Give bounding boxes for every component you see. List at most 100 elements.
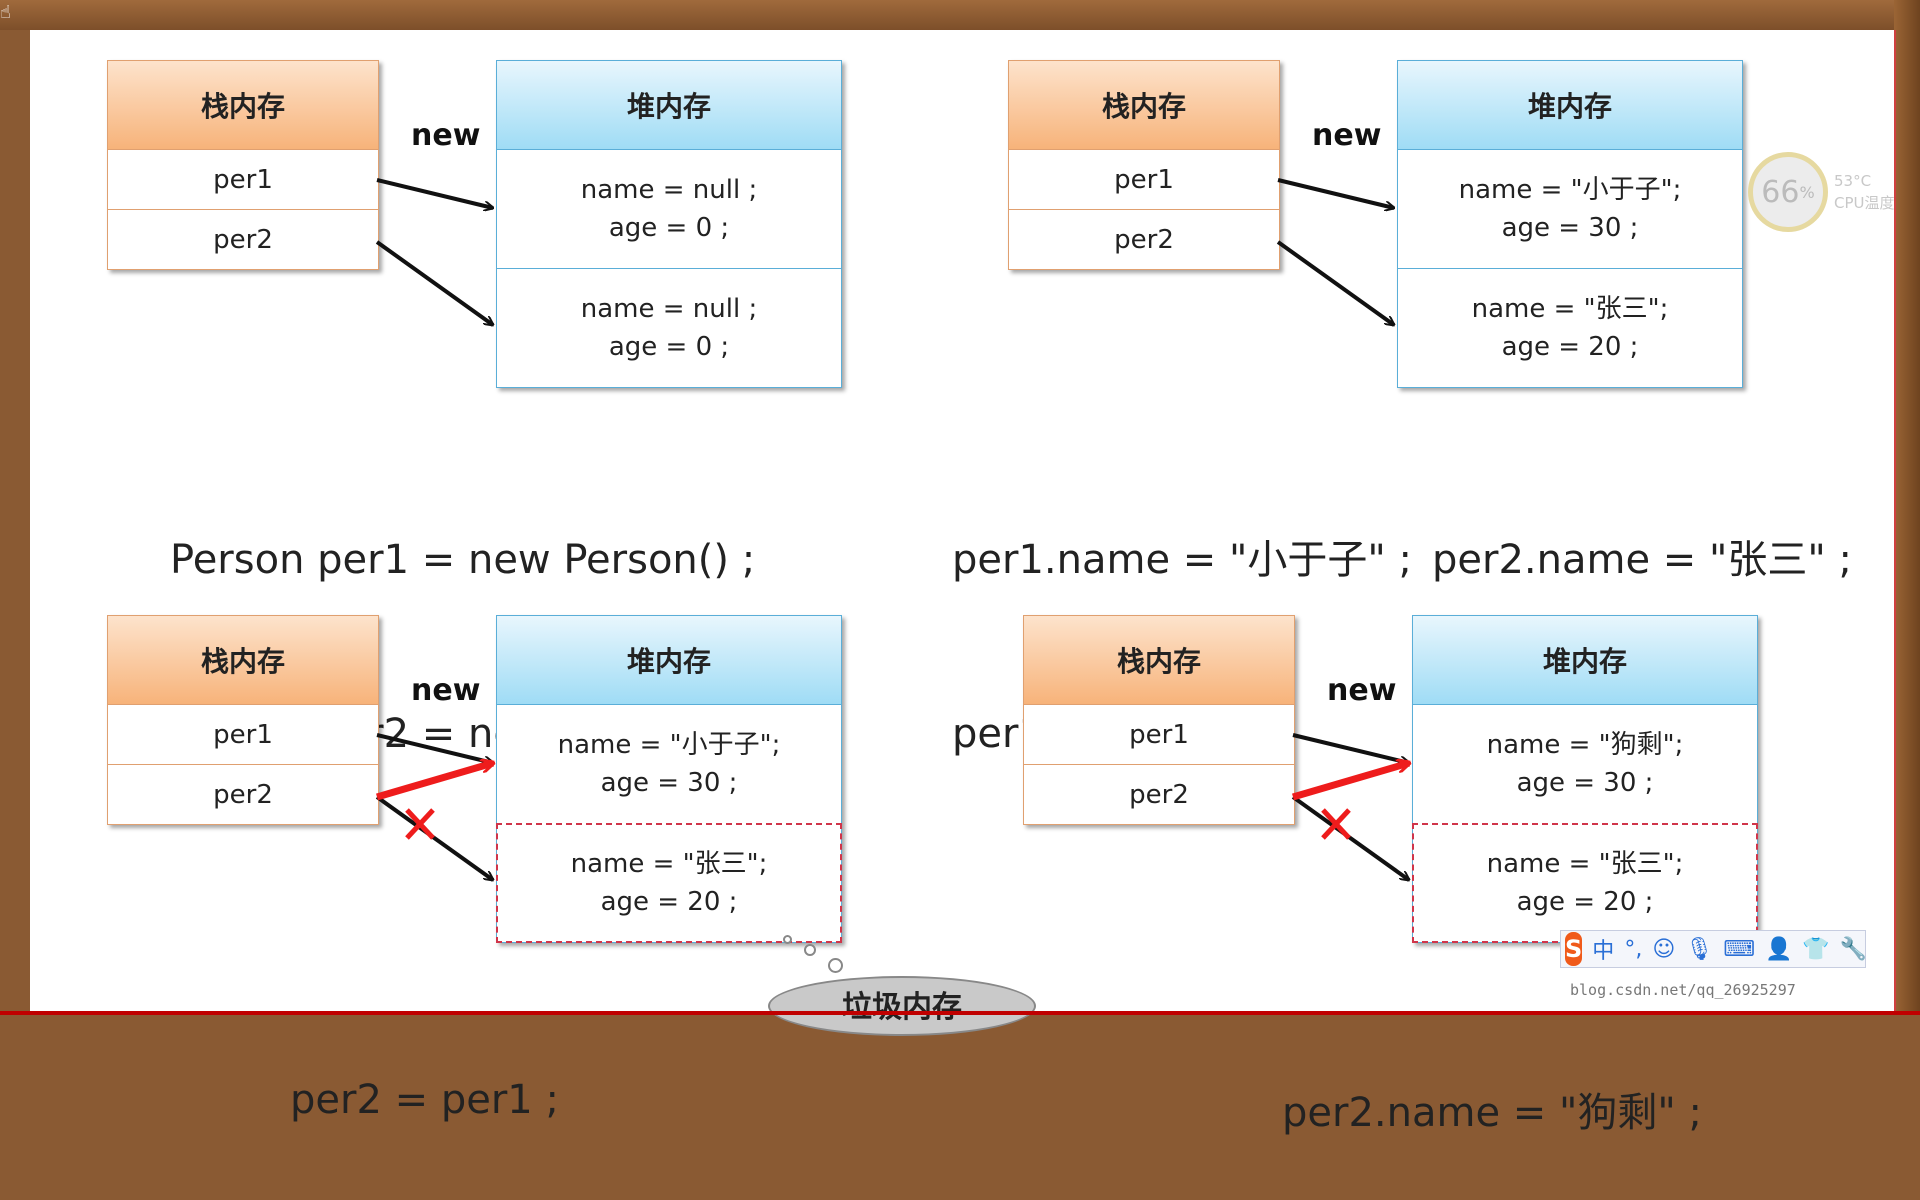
- ime-punct-toggle[interactable]: °,: [1624, 936, 1643, 962]
- heap-object-2-garbage: name = "张三"; age = 20 ;: [1412, 823, 1758, 943]
- heap-object-2-garbage: name = "张三"; age = 20 ;: [496, 823, 842, 943]
- heap-object-2-name: name = null ;: [580, 294, 758, 324]
- arrow-per1-to-object-1: [376, 733, 493, 763]
- stack-row-per2: per2: [108, 764, 378, 824]
- cpu-info: 53°C CPU温度: [1834, 170, 1895, 214]
- garbage-memory-cloud: 垃圾内存: [768, 976, 1036, 1036]
- heap-object-1-name: name = "小于子";: [1458, 175, 1682, 205]
- cross-mark-icon: [405, 808, 435, 840]
- skin-shirt-icon[interactable]: 👕: [1802, 936, 1830, 962]
- heap-object-1-age: age = 30 ;: [600, 768, 738, 798]
- heap-object-2-age: age = 0 ;: [608, 332, 730, 362]
- heap-header: 堆内存: [1413, 616, 1757, 704]
- ime-lang-toggle[interactable]: 中: [1592, 939, 1615, 964]
- arrow-per1-to-object-1: [1277, 178, 1394, 208]
- reference-arrows: [375, 733, 507, 915]
- user-icon[interactable]: 👤: [1764, 936, 1793, 962]
- stack-row-per2: per2: [1009, 209, 1279, 269]
- emoji-icon[interactable]: ☺: [1652, 936, 1676, 962]
- ime-toolbar[interactable]: S 中 °, ☺ 🎙 ⌨ 👤 👕 🔧: [1560, 930, 1868, 968]
- slide-edge-line: [1894, 30, 1896, 1015]
- heap-header: 堆内存: [1398, 61, 1742, 149]
- stack-header: 栈内存: [108, 61, 378, 149]
- new-label: new: [1312, 118, 1382, 153]
- code-line: per2.name = "张三" ;: [1432, 537, 1852, 583]
- stack-row-per1: per1: [108, 149, 378, 209]
- code-line: per2.name = "狗剩" ;: [1282, 1090, 1702, 1136]
- heap-object-2: name = "张三"; age = 20 ;: [1398, 268, 1742, 387]
- heap-object-1-name: name = "狗剩";: [1486, 730, 1684, 760]
- heap-object-1-age: age = 30 ;: [1501, 213, 1639, 243]
- arrow-per2-to-object-1-red: [1292, 763, 1409, 801]
- stack-memory-box: 栈内存 per1 per2: [1008, 60, 1280, 270]
- heap-header: 堆内存: [497, 61, 841, 149]
- heap-object-1: name = "小于子"; age = 30 ;: [1398, 149, 1742, 268]
- cpu-usage-unit: %: [1799, 182, 1815, 202]
- garbage-memory-label: 垃圾内存: [842, 990, 962, 1025]
- heap-object-1-age: age = 0 ;: [608, 213, 730, 243]
- wood-frame-top: [0, 0, 1920, 30]
- reference-arrows: [375, 178, 507, 360]
- heap-object-2-age: age = 20 ;: [1516, 887, 1654, 917]
- heap-object-1-age: age = 30 ;: [1516, 768, 1654, 798]
- heap-object-1: name = "狗剩"; age = 30 ;: [1413, 704, 1757, 823]
- stack-memory-box: 栈内存 per1 per2: [107, 615, 379, 825]
- sogou-logo-icon[interactable]: S: [1565, 932, 1583, 966]
- arrow-per2-to-object-1-red: [376, 763, 493, 801]
- new-label: new: [411, 673, 481, 708]
- stack-header: 栈内存: [1009, 61, 1279, 149]
- wood-frame-right: [1894, 0, 1920, 1015]
- stack-memory-box: 栈内存 per1 per2: [107, 60, 379, 270]
- cpu-usage-gauge: 66%: [1748, 152, 1828, 232]
- reference-arrows: [1276, 178, 1408, 360]
- microphone-icon[interactable]: 🎙: [1685, 936, 1714, 962]
- stack-row-per1: per1: [108, 704, 378, 764]
- code-line: per2 = per1 ;: [290, 1077, 559, 1123]
- thought-bubble-dot: [828, 958, 843, 973]
- heap-object-2-age: age = 20 ;: [1501, 332, 1639, 362]
- heap-object-2: name = null ; age = 0 ;: [497, 268, 841, 387]
- heap-memory-box: 堆内存 name = null ; age = 0 ; name = null …: [496, 60, 842, 388]
- cpu-usage-value: 66: [1761, 174, 1800, 210]
- stack-row-per1: per1: [1009, 149, 1279, 209]
- stack-row-per1: per1: [1024, 704, 1294, 764]
- heap-object-1-name: name = null ;: [580, 175, 758, 205]
- heap-memory-box: 堆内存 name = "狗剩"; age = 30 ; name = "张三";…: [1412, 615, 1758, 943]
- hand-cursor-icon: [0, 2, 11, 23]
- code-line: per1.name = "小于子" ;: [952, 537, 1412, 583]
- cpu-temperature: 53°C: [1834, 172, 1872, 190]
- new-label: new: [411, 118, 481, 153]
- arrow-per2-to-object-2: [375, 240, 493, 325]
- code-line: Person per1 = new Person() ;: [170, 537, 756, 583]
- cpu-monitor-widget[interactable]: 66% 53°C CPU温度: [1748, 152, 1920, 232]
- slide-bottom-line: [0, 1011, 1920, 1015]
- heap-object-2-name: name = "张三";: [1471, 294, 1669, 324]
- arrow-per2-old-reference: [1291, 795, 1409, 880]
- stack-row-per2: per2: [108, 209, 378, 269]
- arrow-per1-to-object-1: [1292, 733, 1409, 763]
- thought-bubble-dot: [783, 935, 792, 944]
- heap-memory-box: 堆内存 name = "小于子"; age = 30 ; name = "张三"…: [496, 615, 842, 943]
- heap-object-1: name = null ; age = 0 ;: [497, 149, 841, 268]
- new-label: new: [1327, 673, 1397, 708]
- heap-header: 堆内存: [497, 616, 841, 704]
- stack-row-per2: per2: [1024, 764, 1294, 824]
- heap-object-2-name: name = "张三";: [570, 849, 768, 879]
- heap-object-1-name: name = "小于子";: [557, 730, 781, 760]
- keyboard-icon[interactable]: ⌨: [1723, 936, 1755, 962]
- code-block-4: per2.name = "狗剩" ;: [1282, 968, 1702, 1200]
- wrench-icon[interactable]: 🔧: [1839, 936, 1868, 962]
- stack-memory-box: 栈内存 per1 per2: [1023, 615, 1295, 825]
- stack-header: 栈内存: [108, 616, 378, 704]
- cross-mark-icon: [1321, 808, 1351, 840]
- arrow-per1-to-object-1: [376, 178, 493, 208]
- cpu-temperature-label: CPU温度: [1834, 194, 1895, 212]
- thought-bubble-dot: [804, 944, 816, 956]
- stack-header: 栈内存: [1024, 616, 1294, 704]
- arrow-per2-to-object-2: [1276, 240, 1394, 325]
- code-block-3: per2 = per1 ;: [290, 955, 559, 1187]
- heap-object-2-name: name = "张三";: [1486, 849, 1684, 879]
- heap-object-1: name = "小于子"; age = 30 ;: [497, 704, 841, 823]
- watermark: blog.csdn.net/qq_26925297: [1570, 981, 1796, 999]
- heap-memory-box: 堆内存 name = "小于子"; age = 30 ; name = "张三"…: [1397, 60, 1743, 388]
